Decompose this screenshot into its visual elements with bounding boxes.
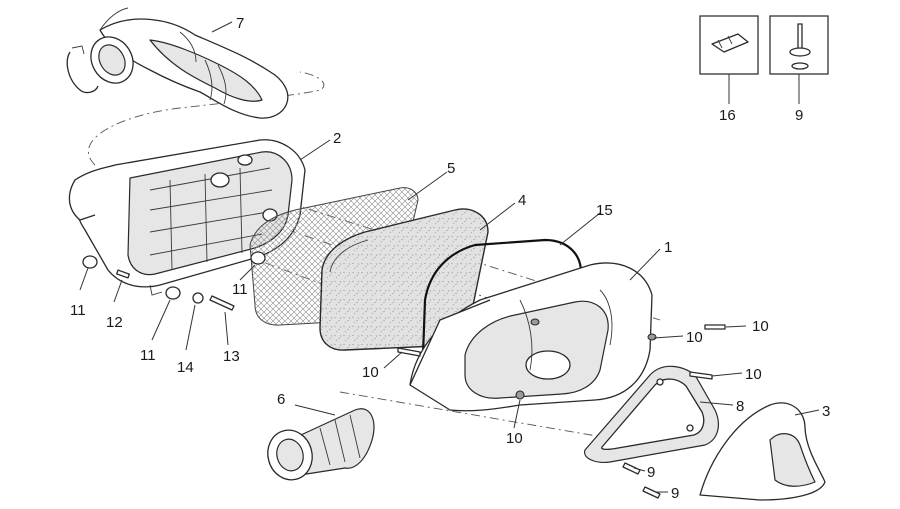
part-15-gasket xyxy=(421,238,583,356)
part-4-filter-element xyxy=(319,208,489,351)
callout-labels: 7 2 5 4 15 1 16 9 11 12 11 14 13 11 10 1… xyxy=(70,15,830,502)
part-6-intake-tube xyxy=(267,408,375,481)
callout-7: 7 xyxy=(236,15,244,32)
callout-13: 13 xyxy=(223,348,240,365)
part-7-intake-duct xyxy=(66,7,289,119)
leader-lines xyxy=(79,21,820,493)
callout-10-a: 10 xyxy=(362,364,379,381)
washer-11-left xyxy=(82,255,98,269)
screw-10-a xyxy=(397,347,421,357)
callout-12: 12 xyxy=(106,314,123,331)
callout-11-left: 11 xyxy=(70,302,86,319)
part-1-main-cover xyxy=(409,262,657,412)
callout-15: 15 xyxy=(596,202,613,219)
part-3-end-cap xyxy=(699,402,826,501)
callout-1: 1 xyxy=(664,239,672,256)
washer-11-mid xyxy=(165,286,181,300)
callout-11-mid: 11 xyxy=(140,347,156,364)
inset-box-16 xyxy=(699,15,759,75)
callout-3: 3 xyxy=(822,403,830,420)
pin-12 xyxy=(116,269,130,279)
callout-10-b: 10 xyxy=(686,329,703,346)
callout-9-b: 9 xyxy=(671,485,679,502)
clip-9-a xyxy=(622,462,641,475)
inset-box-9 xyxy=(769,15,829,75)
part-8-frame-seal xyxy=(584,365,719,463)
screw-13 xyxy=(209,295,235,311)
callout-5: 5 xyxy=(447,160,455,177)
callout-4: 4 xyxy=(518,192,526,209)
washer-14 xyxy=(192,292,204,304)
callout-10-d: 10 xyxy=(745,366,762,383)
washer-11-right xyxy=(250,251,266,265)
callout-10-e: 10 xyxy=(506,430,523,447)
callout-9-a: 9 xyxy=(647,464,655,481)
screw-10-c xyxy=(689,371,713,380)
callout-6: 6 xyxy=(277,391,285,408)
callout-16: 16 xyxy=(719,107,736,124)
callout-2: 2 xyxy=(333,130,341,147)
callout-10-c: 10 xyxy=(752,318,769,335)
callout-14: 14 xyxy=(177,359,194,376)
callout-9-box: 9 xyxy=(795,107,803,124)
screw-10-b xyxy=(704,324,726,330)
callout-11-right: 11 xyxy=(232,281,248,298)
callout-8: 8 xyxy=(736,398,744,415)
